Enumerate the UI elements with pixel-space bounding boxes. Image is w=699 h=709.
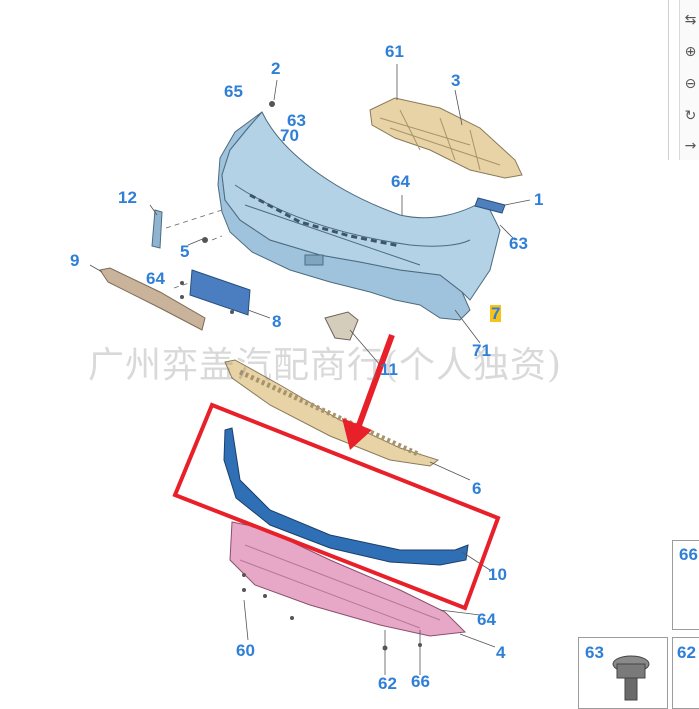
thumb-63-label: 63 bbox=[585, 643, 604, 662]
callout-62: 62 bbox=[378, 674, 397, 693]
thumb-63[interactable]: 63 bbox=[578, 637, 668, 709]
callout-64-bottom: 64 bbox=[477, 610, 496, 629]
callout-2: 2 bbox=[271, 59, 281, 78]
bumper-cover bbox=[217, 111, 501, 321]
swap-icon[interactable]: ⇆ bbox=[684, 12, 697, 28]
callout-9: 9 bbox=[70, 251, 80, 270]
callout-12: 12 bbox=[118, 188, 137, 207]
callout-10: 10 bbox=[488, 565, 507, 584]
panel-divider bbox=[668, 0, 669, 160]
thumb-62-label: 62 bbox=[677, 643, 696, 662]
callout-63-right: 63 bbox=[509, 234, 528, 253]
callout-8: 8 bbox=[272, 312, 282, 331]
thumb-66[interactable]: 66 bbox=[672, 540, 699, 630]
callout-60: 60 bbox=[236, 641, 255, 660]
callout-5: 5 bbox=[180, 242, 190, 261]
zoom-out-icon[interactable]: ⊖ bbox=[684, 76, 697, 92]
callout-4: 4 bbox=[496, 643, 506, 662]
callout-66: 66 bbox=[411, 672, 430, 691]
callout-70: 70 bbox=[280, 126, 299, 145]
plate-bracket bbox=[189, 269, 251, 316]
thumb-62[interactable]: 62 bbox=[672, 637, 699, 709]
upper-bracket bbox=[369, 97, 523, 179]
zoom-in-icon[interactable]: ⊕ bbox=[684, 44, 697, 60]
callout-6: 6 bbox=[472, 479, 482, 498]
watermark-text: 广州弈盖汽配商行(个人独资) bbox=[88, 345, 563, 386]
highlight-frame bbox=[172, 402, 501, 611]
trim-strip bbox=[99, 267, 206, 331]
viewer-toolbar: ⇆ ⊕ ⊖ ↻ → bbox=[679, 0, 699, 160]
arrow-right-icon[interactable]: → bbox=[684, 138, 697, 154]
callout-64-left: 64 bbox=[146, 269, 165, 288]
mount-bracket-right bbox=[474, 197, 506, 214]
callout-61: 61 bbox=[385, 42, 404, 61]
fasteners bbox=[180, 101, 422, 651]
rotate-icon[interactable]: ↻ bbox=[684, 108, 697, 124]
callout-1: 1 bbox=[534, 190, 544, 209]
side-vent-trim bbox=[324, 311, 359, 341]
bolt-icon bbox=[612, 655, 650, 701]
callout-3: 3 bbox=[451, 71, 461, 90]
callout-7: 7 bbox=[490, 304, 502, 323]
callout-64-top: 64 bbox=[391, 172, 410, 191]
callout-11: 11 bbox=[380, 360, 398, 379]
side-cover-left bbox=[151, 209, 163, 249]
lower-grille-bracket bbox=[224, 359, 440, 467]
front-lip bbox=[223, 427, 469, 566]
thumb-66-label: 66 bbox=[679, 545, 698, 564]
red-arrow bbox=[342, 333, 395, 450]
callout-65: 65 bbox=[224, 82, 243, 101]
callout-63-top: 63 bbox=[287, 111, 306, 130]
callout-71: 71 bbox=[472, 341, 491, 360]
